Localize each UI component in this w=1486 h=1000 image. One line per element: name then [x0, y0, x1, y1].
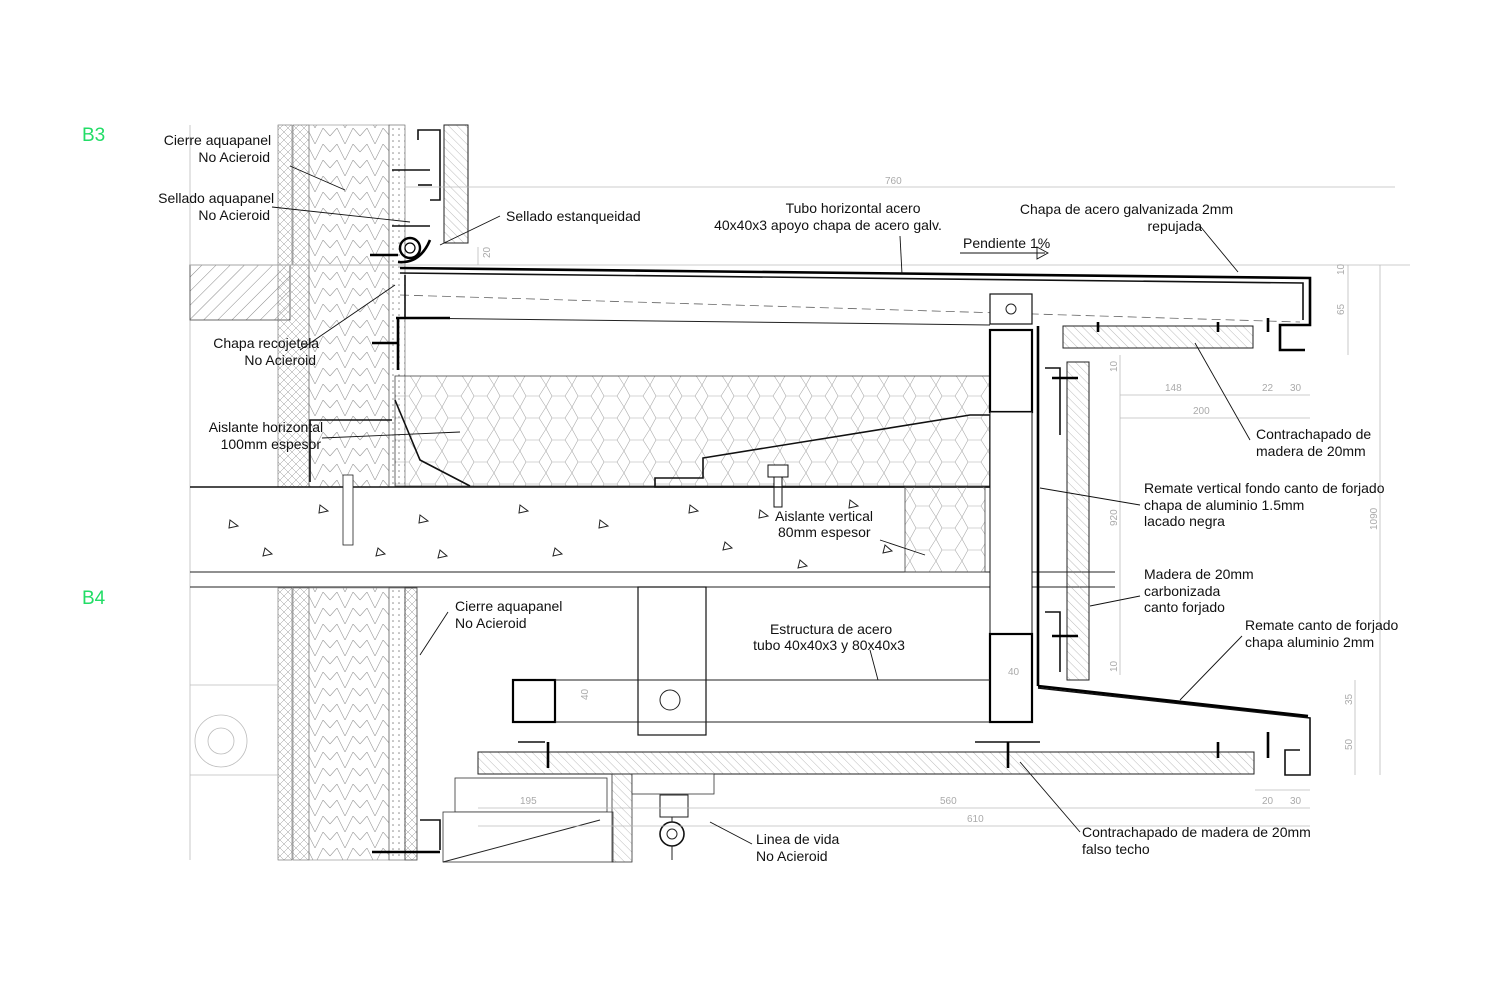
dim-20: 20 — [482, 246, 493, 258]
level-marker-b3: B3 — [82, 125, 105, 146]
label-contrachapado-top: Contrachapado de madera de 20mm — [1256, 426, 1375, 459]
label-sellado-estanqueidad: Sellado estanqueidad — [506, 208, 641, 224]
label-aislante-horizontal: Aislante horizontal 100mm espesor — [209, 419, 327, 452]
dim-10-low: 10 — [1109, 660, 1120, 672]
exterior-wall — [189, 124, 418, 861]
label-madera-carbonizada: Madera de 20mm carbonizada canto forjado — [1144, 566, 1258, 615]
leader-lines — [271, 165, 1251, 845]
upper-plywood — [1062, 325, 1254, 349]
label-cierre-aquapanel-b3: Cierre aquapanel No Acieroid — [164, 132, 275, 165]
insulation-bracket — [309, 399, 471, 487]
dim-920: 920 — [1109, 509, 1120, 526]
screw-fasteners — [370, 253, 1270, 854]
label-estructura-acero: Estructura de acero tubo 40x40x3 y 80x40… — [753, 621, 905, 653]
dim-20-bottom: 20 — [1262, 796, 1274, 807]
label-linea-vida: Linea de vida No Acieroid — [756, 831, 843, 864]
dim-65: 65 — [1336, 303, 1347, 315]
dim-760: 760 — [885, 176, 902, 187]
dim-30-bottom: 30 — [1290, 796, 1302, 807]
dim-200: 200 — [1193, 406, 1210, 417]
dim-30-top: 30 — [1290, 383, 1302, 394]
dim-35: 35 — [1344, 693, 1355, 705]
label-sellado-aquapanel: Sellado aquapanel No Acieroid — [158, 190, 278, 223]
dimension-values: 760 20 10 65 148 22 30 200 10 920 1090 1… — [482, 176, 1380, 825]
lower-plywood — [477, 751, 1255, 775]
lower-steel-structure — [511, 586, 1311, 776]
upper-facade-panel — [392, 124, 469, 244]
label-chapa-recojetela: Chapa recojetela No Acieroid — [213, 335, 323, 368]
dim-10-mid: 10 — [1109, 360, 1120, 372]
label-chapa-galvanizada: Chapa de acero galvanizada 2mm repujada — [1020, 201, 1237, 234]
dim-50: 50 — [1344, 738, 1355, 750]
label-cierre-aquapanel-b4: Cierre aquapanel No Acieroid — [455, 598, 566, 631]
dim-560: 560 — [940, 796, 957, 807]
dim-195: 195 — [520, 796, 537, 807]
horizontal-insulation — [394, 375, 991, 487]
label-tubo-horizontal: Tubo horizontal acero 40x40x3 apoyo chap… — [714, 200, 942, 233]
label-pendiente: Pendiente 1% — [963, 235, 1050, 251]
label-remate-canto: Remate canto de forjado chapa aluminio 2… — [1245, 617, 1402, 650]
label-contrachapado-bottom: Contrachapado de madera de 20mm falso te… — [1082, 824, 1315, 857]
coping-sheet — [190, 264, 1410, 370]
dim-1090: 1090 — [1369, 507, 1380, 530]
concrete-slab — [190, 474, 1115, 588]
dimension-lines — [405, 186, 1395, 827]
dim-10-top: 10 — [1336, 263, 1347, 275]
dim-148: 148 — [1165, 383, 1182, 394]
dim-22: 22 — [1262, 383, 1274, 394]
steel-edge-structure — [988, 293, 1090, 724]
lower-facade — [420, 773, 715, 863]
label-aislante-vertical: Aislante vertical 80mm espesor — [775, 508, 877, 540]
label-remate-vertical: Remate vertical fondo canto de forjado c… — [1144, 480, 1388, 529]
seal-tube — [397, 236, 432, 264]
dim-40-b: 40 — [580, 688, 591, 700]
dim-610: 610 — [967, 814, 984, 825]
dim-40-a: 40 — [1008, 667, 1020, 678]
level-marker-b4: B4 — [82, 588, 106, 609]
life-line-anchor — [659, 794, 689, 860]
